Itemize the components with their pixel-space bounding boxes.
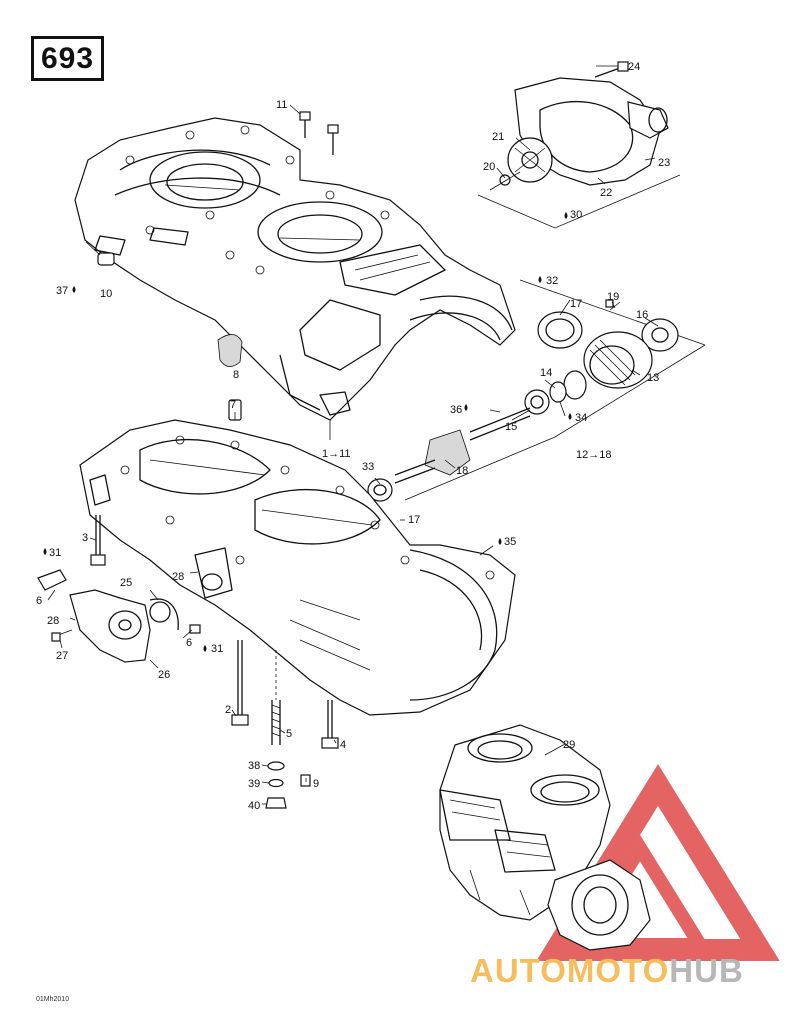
callout-18: 18 [456, 465, 468, 477]
callout-9: 9 [313, 778, 319, 790]
sealant-droplet-icons [43, 212, 572, 652]
callout-31-right: 31 [211, 643, 223, 655]
callout-17-top: 17 [570, 298, 582, 310]
oil-pump-assembly [37, 569, 201, 663]
callout-24: 24 [628, 61, 640, 73]
callout-23: 23 [658, 157, 670, 169]
reference-code: 01Mh2010 [36, 996, 70, 1003]
callout-21: 21 [492, 131, 504, 143]
callout-29: 29 [563, 739, 575, 751]
callout-14: 14 [540, 367, 552, 379]
callout-labels: 24 11 21 20 23 22 30 37 10 32 19 17 16 8… [36, 61, 670, 812]
watermark-text-part2: HUB [669, 952, 744, 989]
part-11-bolts [299, 111, 339, 155]
callout-26: 26 [158, 669, 170, 681]
page-number-box: 693 [31, 36, 104, 81]
callout-27: 27 [56, 650, 68, 662]
crankshaft-seal-group [367, 279, 706, 502]
callout-2: 2 [225, 704, 231, 716]
callout-28-top: 28 [172, 571, 184, 583]
studs-and-fasteners [231, 640, 339, 809]
callout-1-11: 1→11 [322, 448, 351, 460]
part-8-seal [217, 334, 243, 367]
callout-8: 8 [233, 369, 239, 381]
water-pump-housing [489, 61, 669, 191]
lower-crankcase [79, 419, 516, 716]
callout-22: 22 [600, 187, 612, 199]
callout-17-mid: 17 [408, 514, 420, 526]
callout-37: 37 [56, 285, 68, 297]
page-number: 693 [40, 41, 95, 75]
callout-15: 15 [505, 421, 517, 433]
callout-16: 16 [636, 309, 648, 321]
callout-39: 39 [248, 778, 260, 790]
leader-lines [47, 65, 659, 805]
callout-40: 40 [248, 800, 260, 812]
callout-30: 30 [570, 209, 582, 221]
callout-7-top: 7 [230, 399, 236, 411]
callout-6-right: 6 [186, 637, 192, 649]
callout-38: 38 [248, 760, 260, 772]
callout-4: 4 [340, 739, 346, 751]
callout-33: 33 [362, 461, 374, 473]
callout-13: 13 [647, 372, 659, 384]
callout-25: 25 [120, 577, 132, 589]
callout-32: 32 [546, 275, 558, 287]
callout-20: 20 [483, 161, 495, 173]
callout-34: 34 [575, 412, 587, 424]
watermark-text: AUTOMOTOHUB [470, 952, 744, 990]
upper-crankcase [74, 117, 516, 421]
callout-11-top: 11 [276, 99, 287, 111]
callout-5: 5 [286, 728, 292, 740]
watermark-text-part1: AUTOMOTO [470, 952, 670, 989]
part-3-bolt [90, 515, 106, 566]
callout-28-left: 28 [47, 615, 59, 627]
callout-31-left: 31 [49, 547, 61, 559]
callout-36: 36 [450, 404, 462, 416]
callout-12-18: 12→18 [576, 449, 611, 461]
callout-19: 19 [607, 291, 619, 303]
cylinder-block [439, 724, 651, 951]
part-10-plug [85, 241, 115, 266]
callout-3: 3 [82, 532, 88, 544]
callout-6-left: 6 [36, 595, 42, 607]
callout-10: 10 [100, 288, 112, 300]
callout-35: 35 [504, 536, 516, 548]
